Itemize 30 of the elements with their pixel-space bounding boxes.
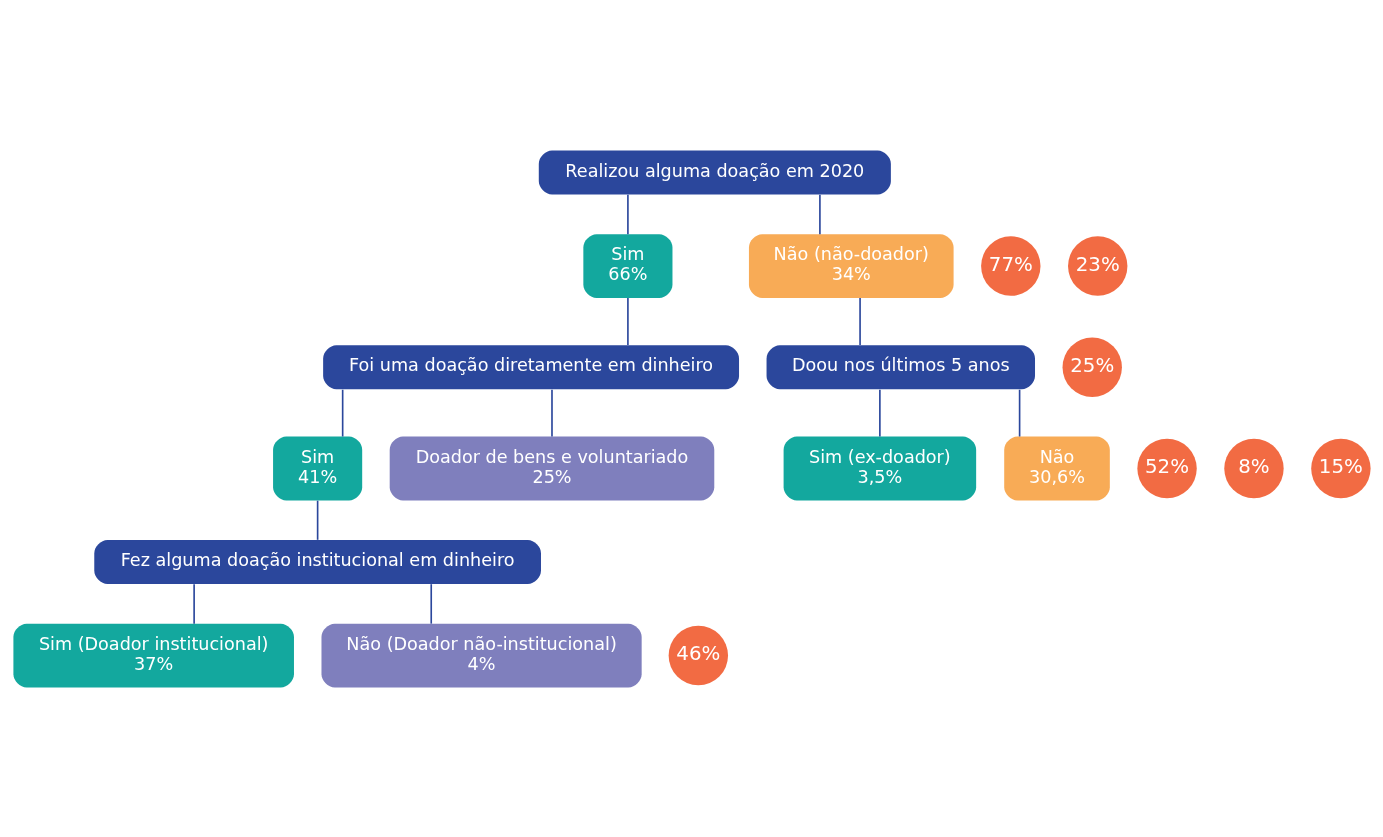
node-box: Fez alguma doação institucional em dinheiro — [93, 539, 541, 584]
connector — [316, 499, 318, 541]
node-box: Sim 66% — [582, 233, 672, 298]
node-circle: 23% — [1067, 235, 1127, 296]
node-box: Não (Doador não-institucional) 4% — [321, 623, 642, 687]
node-box: Doou nos últimos 5 anos — [766, 344, 1035, 389]
node-box: Sim 41% — [272, 436, 362, 500]
connector — [550, 388, 553, 437]
connector — [818, 193, 821, 235]
node-box: Realizou alguma doação em 2020 — [538, 150, 891, 195]
node-box: Foi uma doação diretamente em dinheiro — [322, 344, 739, 389]
connector — [429, 582, 432, 624]
node-box: Não 30,6% — [1003, 436, 1110, 500]
node-circle: 8% — [1223, 438, 1284, 498]
node-circle: 77% — [980, 235, 1040, 296]
node-circle: 52% — [1136, 438, 1197, 498]
connector — [192, 582, 195, 624]
node-circle: 46% — [668, 625, 728, 685]
connector — [1018, 388, 1020, 437]
connector — [878, 388, 881, 437]
node-box: Sim (Doador institucional) 37% — [12, 623, 294, 687]
connector — [341, 388, 343, 437]
connector — [626, 193, 629, 235]
connector — [626, 296, 629, 346]
connector — [858, 296, 861, 346]
node-box: Doador de bens e voluntariado 25% — [389, 436, 714, 500]
node-box: Não (não-doador) 34% — [748, 233, 954, 298]
node-circle: 25% — [1062, 337, 1122, 397]
node-circle: 15% — [1310, 438, 1371, 498]
node-box: Sim (ex-doador) 3,5% — [783, 436, 976, 500]
